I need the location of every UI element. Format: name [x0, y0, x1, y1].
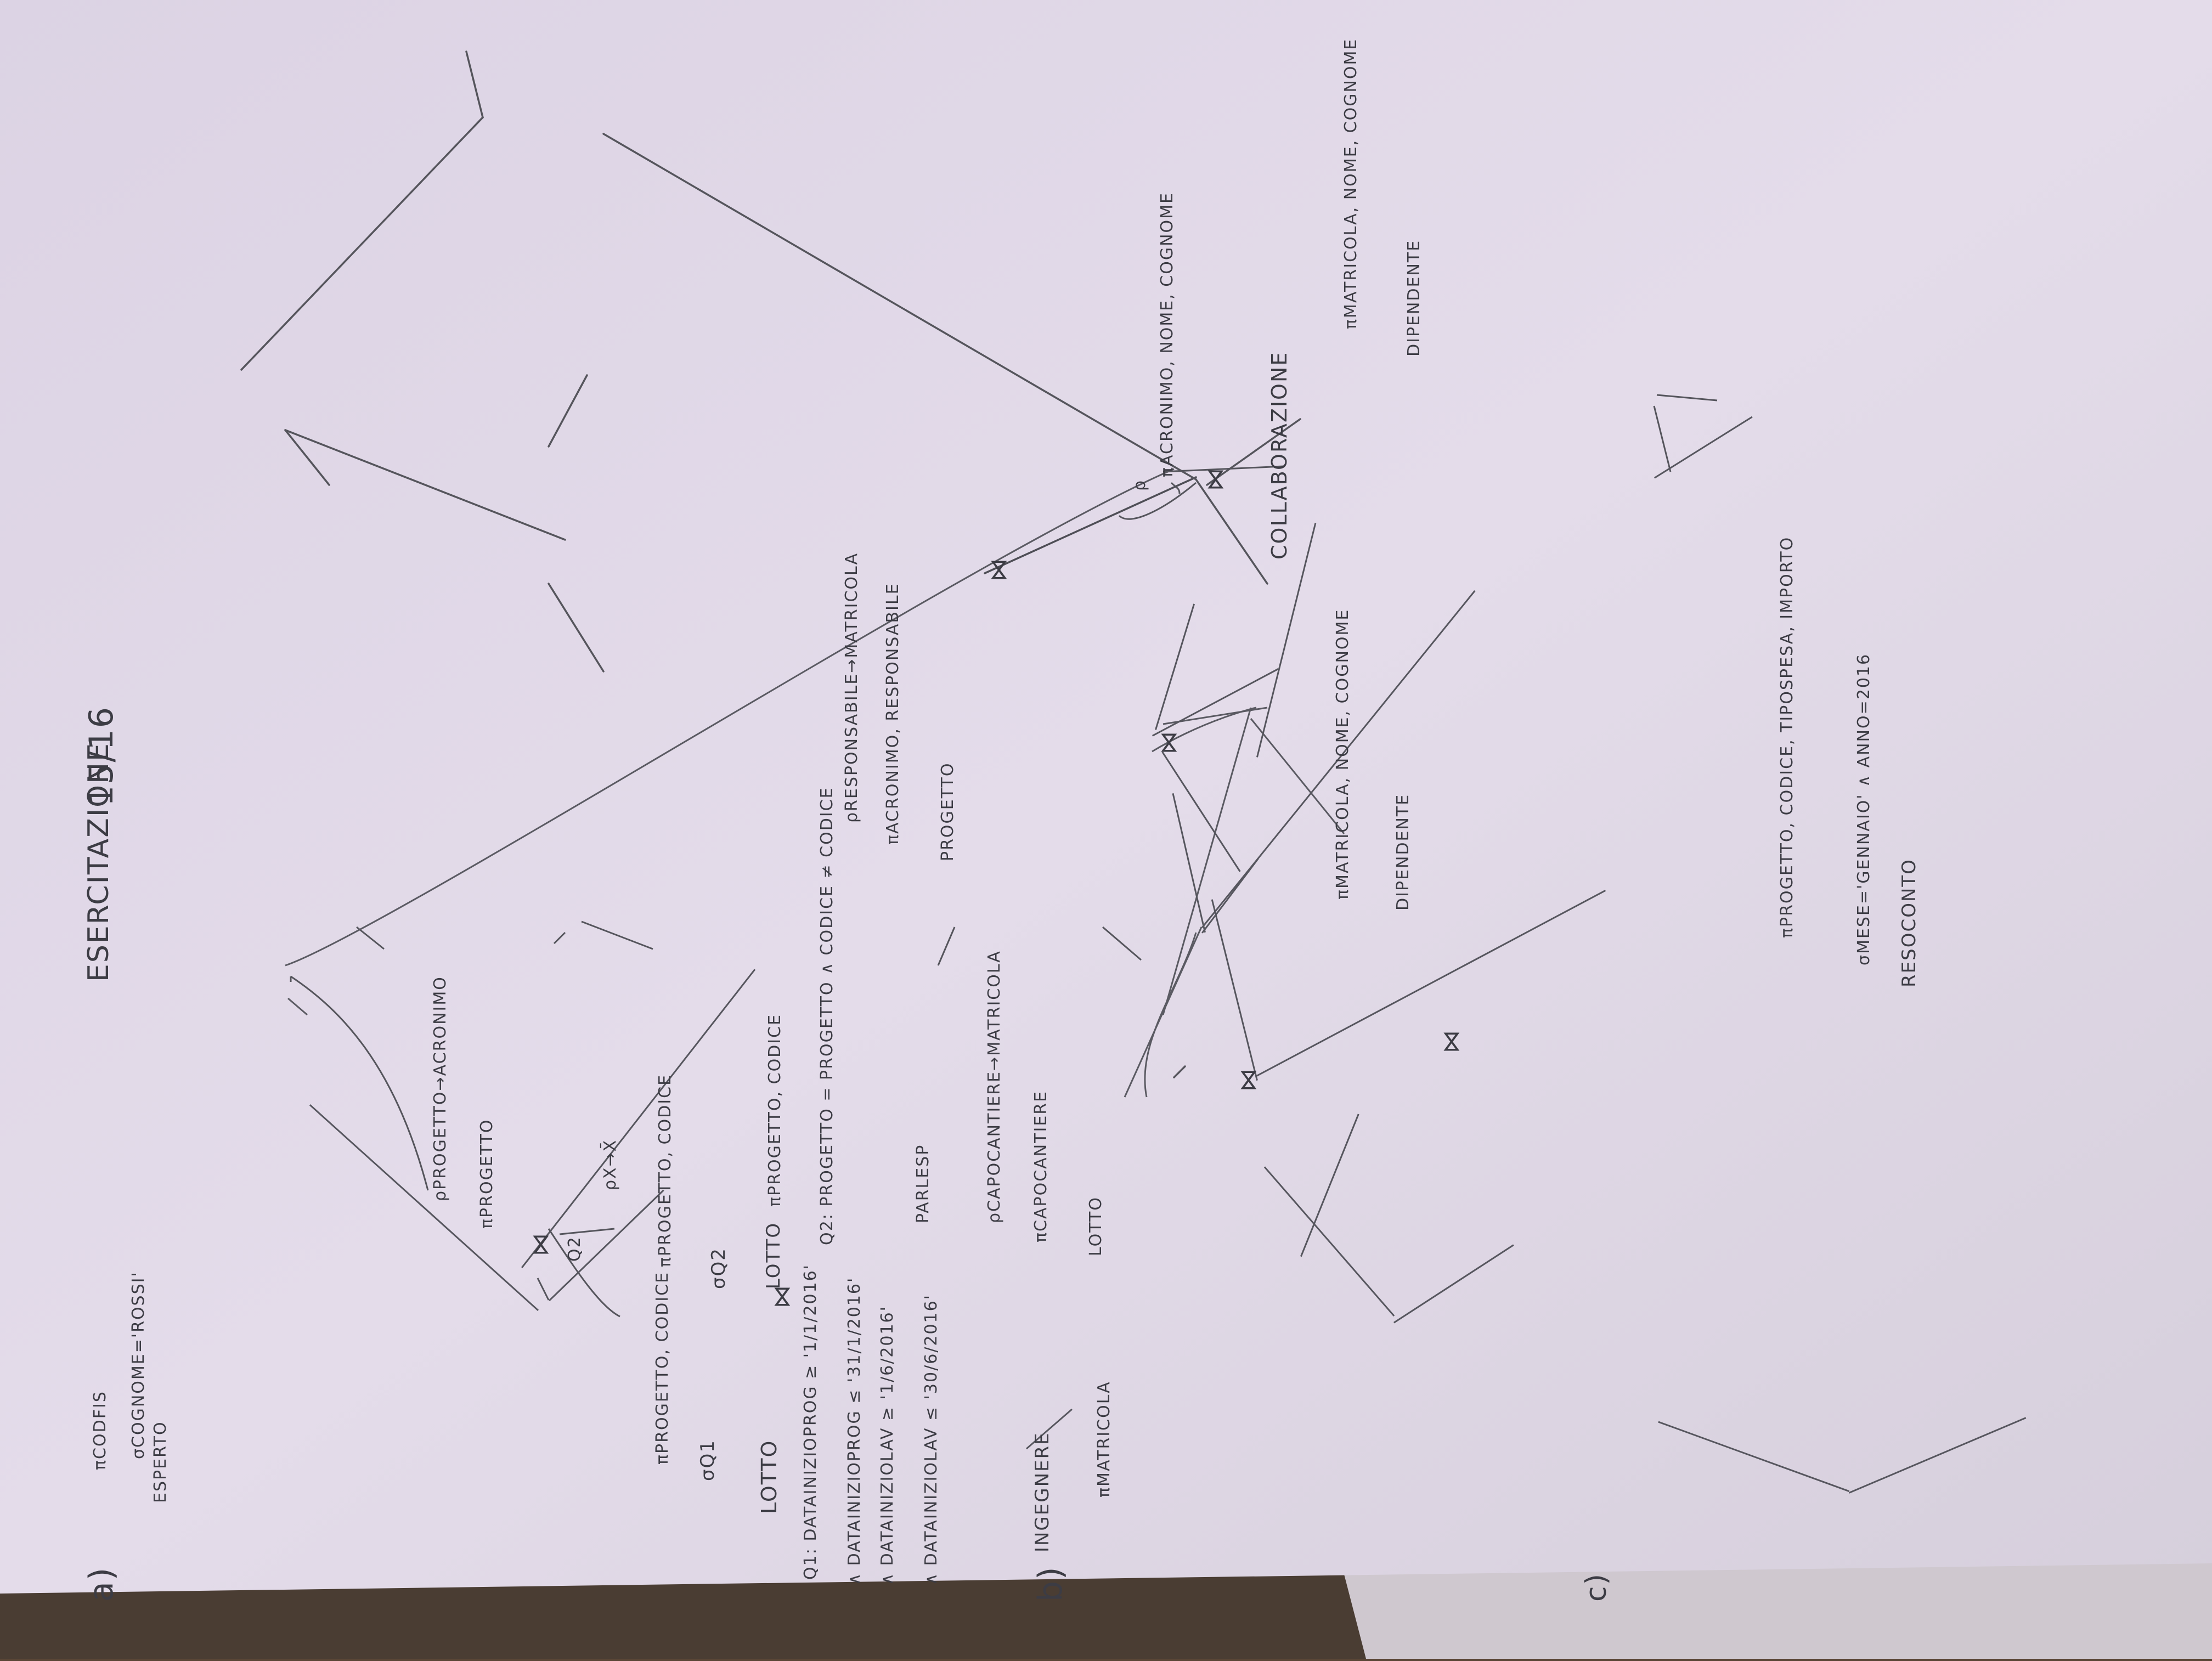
join-symbol-b-top: ⋈	[1155, 730, 1182, 754]
table-dipendente-b: DIPENDENTE	[1393, 793, 1413, 911]
table-esperto: ESPERTO	[151, 1421, 170, 1503]
rename-resp: ρRESPONSABILE→MATRICOLA	[842, 552, 861, 823]
q1-line4: ∧ DATAINIZIOLAV ≤ '30/6/2016'	[922, 1294, 941, 1585]
tree-lines	[984, 476, 1197, 574]
proj-prog-codice-right: πPROGETTO, CODICE	[656, 1074, 675, 1267]
proj-prog-codice-c: πPROGETTO, CODICE	[765, 1013, 785, 1207]
table-resoconto: RESOCONTO	[1898, 858, 1920, 987]
proj-progetto: πPROGETTO	[477, 1118, 496, 1229]
part-a-label: a)	[82, 1566, 121, 1602]
part-b-label: b)	[1031, 1566, 1070, 1602]
join-symbol-c-top: ⋈	[1437, 1029, 1464, 1053]
table-collaborazione: COLLABORAZIONE	[1267, 351, 1291, 560]
table-lotto-b: LOTTO	[1086, 1196, 1105, 1256]
proj-matricola: πMATRICOLA	[1094, 1381, 1114, 1498]
sigma-q1: σQ1	[697, 1439, 719, 1481]
sigma-rossi: σCOGNOME='ROSSI'	[129, 1271, 148, 1459]
rho-symbol: ρ	[1130, 479, 1149, 491]
sigma-mese: σMESE='GENNAIO' ∧ ANNO=2016	[1854, 653, 1874, 965]
proj-resoconto: πPROGETTO, CODICE, TIPOSPESA, IMPORTO	[1778, 536, 1797, 938]
rename-prog: ρPROGETTO→ACRONIMO	[431, 976, 450, 1201]
q2-definition: Q2: PROGETTO = PROGETTO ∧ CODICE ≠ CODIC…	[817, 787, 837, 1245]
proj-dip-b: πMATRICOLA, NOME, COGNOME	[1333, 608, 1352, 900]
join-symbol-q2: ⋈	[527, 1232, 554, 1256]
tree-edges-main	[285, 468, 1345, 1098]
proj-capo: πCAPOCANTIERE	[1031, 1090, 1051, 1242]
table-ingegnere: INGEGNERE	[1031, 1432, 1053, 1552]
rename-x: ρX→X̄	[601, 1139, 620, 1190]
q1-line2: ∧ DATAINIZIOPROG ≤ '31/1/2016'	[845, 1276, 864, 1585]
join-symbol-a-root: ⋈	[1201, 467, 1228, 491]
q1-line3: ∧ DATAINIZIOLAV ≥ '1/6/2016'	[878, 1306, 897, 1585]
table-progetto: PROGETTO	[938, 762, 957, 862]
header-date: 15/16	[82, 706, 121, 806]
proj-dip-a: πMATRICOLA, NOME, COGNOME	[1341, 38, 1361, 329]
table-dipendente-a: DIPENDENTE	[1404, 239, 1424, 357]
under-sheet	[1344, 1558, 2212, 1659]
proj-acr-resp: πACRONIMO, RESPONSABILE	[883, 583, 902, 845]
join-symbol-c-left: ⋈	[768, 1284, 795, 1308]
proj-prog-codice-left: πPROGETTO, CODICE	[653, 1271, 672, 1465]
join-symbol-b-mid: ⋈	[1234, 1067, 1261, 1092]
q1-line1: Q1: DATAINIZIOPROG ≥ '1/1/2016'	[801, 1263, 820, 1580]
q2-label: Q2	[565, 1236, 584, 1262]
proj-acronimo-nome-cognome: πACRONIMO, NOME, COGNOME	[1158, 192, 1177, 477]
table-parlesp: PARLESP	[913, 1144, 933, 1223]
join-symbol-a-mid: ⋈	[985, 557, 1012, 581]
table-lotto-left: LOTTO	[757, 1439, 781, 1514]
part-c-label: c)	[1580, 1573, 1613, 1602]
sigma-q2: σQ2	[708, 1247, 730, 1289]
table-lotto-right: LOTTO	[763, 1222, 785, 1289]
proj-codfis: πCODFIS	[91, 1391, 110, 1470]
rename-capo: ρCAPOCANTIERE→MATRICOLA	[985, 950, 1004, 1223]
